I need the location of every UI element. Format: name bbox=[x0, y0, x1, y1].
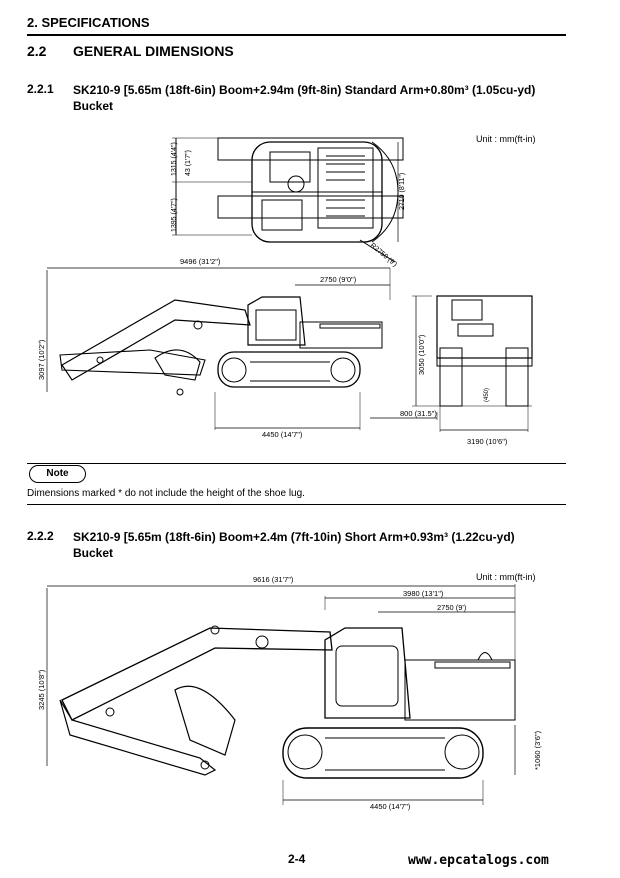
dim-1395: 1395 (4'7") bbox=[171, 198, 178, 232]
dim-2750-b: 2750 (9') bbox=[437, 603, 467, 612]
side-view-drawing bbox=[46, 267, 391, 430]
header-rule bbox=[27, 34, 566, 36]
note-top-rule bbox=[27, 463, 566, 464]
dim-4450-1: 4450 (14'7") bbox=[262, 430, 303, 439]
dim-43: 43 (1'7") bbox=[185, 150, 192, 176]
unit-label-1: Unit : mm(ft-in) bbox=[476, 134, 536, 144]
watermark: www.epcatalogs.com bbox=[408, 853, 549, 868]
diagram-excavator-short-arm bbox=[46, 584, 516, 805]
dim-2750: 2750 (9'0") bbox=[320, 275, 357, 284]
dim-3050: 3050 (10'0") bbox=[417, 334, 426, 375]
page-number: 2-4 bbox=[288, 852, 306, 866]
subsection-2-title-line2: Bucket bbox=[73, 546, 114, 560]
note-text: Dimensions marked * do not include the h… bbox=[27, 488, 305, 499]
section-title: GENERAL DIMENSIONS bbox=[73, 43, 234, 59]
dim-1315: 1315 (4'4") bbox=[171, 142, 178, 176]
dim-9616: 9616 (31'7") bbox=[253, 575, 294, 584]
dim-1060: *1060 (3'6") bbox=[533, 730, 542, 770]
section-number: 2.2 bbox=[27, 43, 47, 59]
dim-800: 800 (31.5") bbox=[400, 409, 437, 418]
top-view-drawing bbox=[172, 137, 404, 263]
dim-2710: 2710 (8'11") bbox=[399, 173, 406, 210]
dim-9496: 9496 (31'2") bbox=[180, 257, 221, 266]
dim-3097: 3097 (10'2") bbox=[37, 339, 46, 380]
unit-label-2: Unit : mm(ft-in) bbox=[476, 572, 536, 582]
dim-3245: 3245 (10'8") bbox=[37, 669, 46, 710]
chapter-title: 2. SPECIFICATIONS bbox=[27, 15, 150, 30]
subsection-1-title-line1: SK210-9 [5.65m (18ft-6in) Boom+2.94m (9f… bbox=[73, 83, 536, 97]
dim-r2750: R2750 (9') bbox=[369, 242, 398, 268]
rear-view-drawing bbox=[370, 295, 533, 432]
dim-3190: 3190 (10'6") bbox=[467, 437, 508, 446]
dim-450: (450) bbox=[484, 388, 490, 402]
dim-4450-2: 4450 (14'7") bbox=[370, 802, 411, 811]
subsection-2-number: 2.2.2 bbox=[27, 529, 54, 543]
dim-3980: 3980 (13'1") bbox=[403, 589, 444, 598]
subsection-1-number: 2.2.1 bbox=[27, 82, 54, 96]
note-label: Note bbox=[29, 465, 86, 483]
subsection-2-title-line1: SK210-9 [5.65m (18ft-6in) Boom+2.4m (7ft… bbox=[73, 530, 515, 544]
subsection-1-title-line2: Bucket bbox=[73, 99, 114, 113]
note-bottom-rule bbox=[27, 504, 566, 505]
